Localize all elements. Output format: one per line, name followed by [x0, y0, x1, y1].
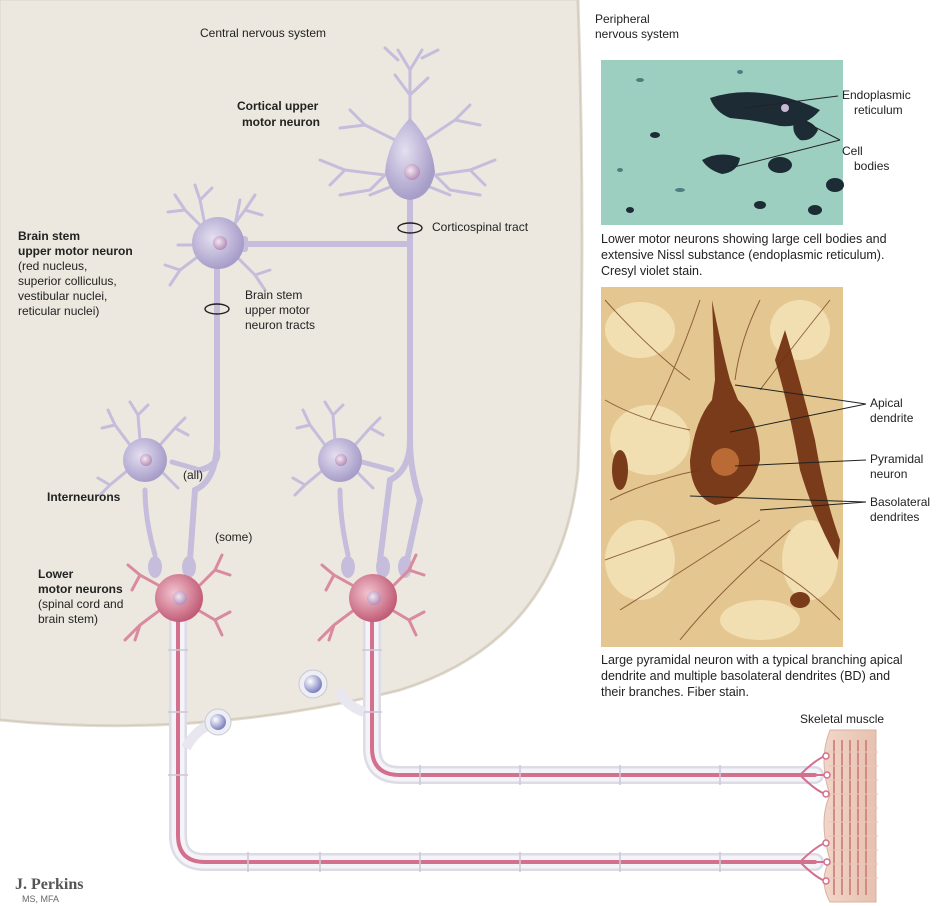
er-label-line1: Endoplasmic: [842, 88, 911, 103]
artist-degree: MS, MFA: [22, 894, 59, 904]
lower-motor-detail-2: brain stem): [38, 612, 98, 627]
er-label-line2: reticulum: [854, 103, 903, 118]
photo1-caption-1: Lower motor neurons showing large cell b…: [601, 231, 887, 247]
artist-signature: J. Perkins: [15, 876, 83, 894]
cortical-neuron-label-line2: motor neuron: [242, 115, 320, 130]
basolateral-label-line1: Basolateral: [870, 495, 930, 510]
brainstem-detail-1: (red nucleus,: [18, 259, 87, 274]
brainstem-detail-3: vestibular nuclei,: [18, 289, 107, 304]
lower-motor-detail-1: (spinal cord and: [38, 597, 123, 612]
brainstem-tracts-label-2: upper motor: [245, 303, 310, 318]
interneurons-label: Interneurons: [47, 490, 120, 505]
tract-some-label: (some): [215, 530, 252, 545]
brainstem-detail-4: reticular nuclei): [18, 304, 99, 319]
apical-label-line2: dendrite: [870, 411, 913, 426]
cns-label: Central nervous system: [200, 26, 326, 41]
photo2-caption-3: their branches. Fiber stain.: [601, 684, 749, 700]
brainstem-tracts-label-3: neuron tracts: [245, 318, 315, 333]
pns-label-line2: nervous system: [595, 27, 679, 42]
cell-bodies-label-line1: Cell: [842, 144, 863, 159]
pyramidal-label-line1: Pyramidal: [870, 452, 923, 467]
lower-motor-label-line2: motor neurons: [38, 582, 123, 597]
lower-motor-label-line1: Lower: [38, 567, 73, 582]
photo1-caption-2: extensive Nissl substance (endoplasmic r…: [601, 247, 884, 263]
nissl-stain-photo: [601, 60, 844, 225]
brainstem-neuron-label-line1: Brain stem: [18, 229, 80, 244]
cortical-neuron-label-line1: Cortical upper: [237, 99, 318, 114]
corticospinal-tract-label: Corticospinal tract: [432, 220, 528, 235]
cell-bodies-label-line2: bodies: [854, 159, 889, 174]
pyramidal-label-line2: neuron: [870, 467, 907, 482]
photo1-caption-3: Cresyl violet stain.: [601, 263, 702, 279]
apical-label-line1: Apical: [870, 396, 903, 411]
pns-label-line1: Peripheral: [595, 12, 650, 27]
brainstem-neuron-label-line2: upper motor neuron: [18, 244, 133, 259]
brainstem-detail-2: superior colliculus,: [18, 274, 117, 289]
skeletal-muscle-label: Skeletal muscle: [800, 712, 884, 727]
brainstem-tracts-label-1: Brain stem: [245, 288, 302, 303]
pyramidal-fiber-photo: [601, 287, 843, 647]
photo2-caption-1: Large pyramidal neuron with a typical br…: [601, 652, 903, 668]
skeletal-muscle: [800, 730, 878, 902]
tract-all-label: (all): [183, 468, 203, 483]
basolateral-label-line2: dendrites: [870, 510, 919, 525]
photo2-caption-2: dendrite and multiple basolateral dendri…: [601, 668, 890, 684]
